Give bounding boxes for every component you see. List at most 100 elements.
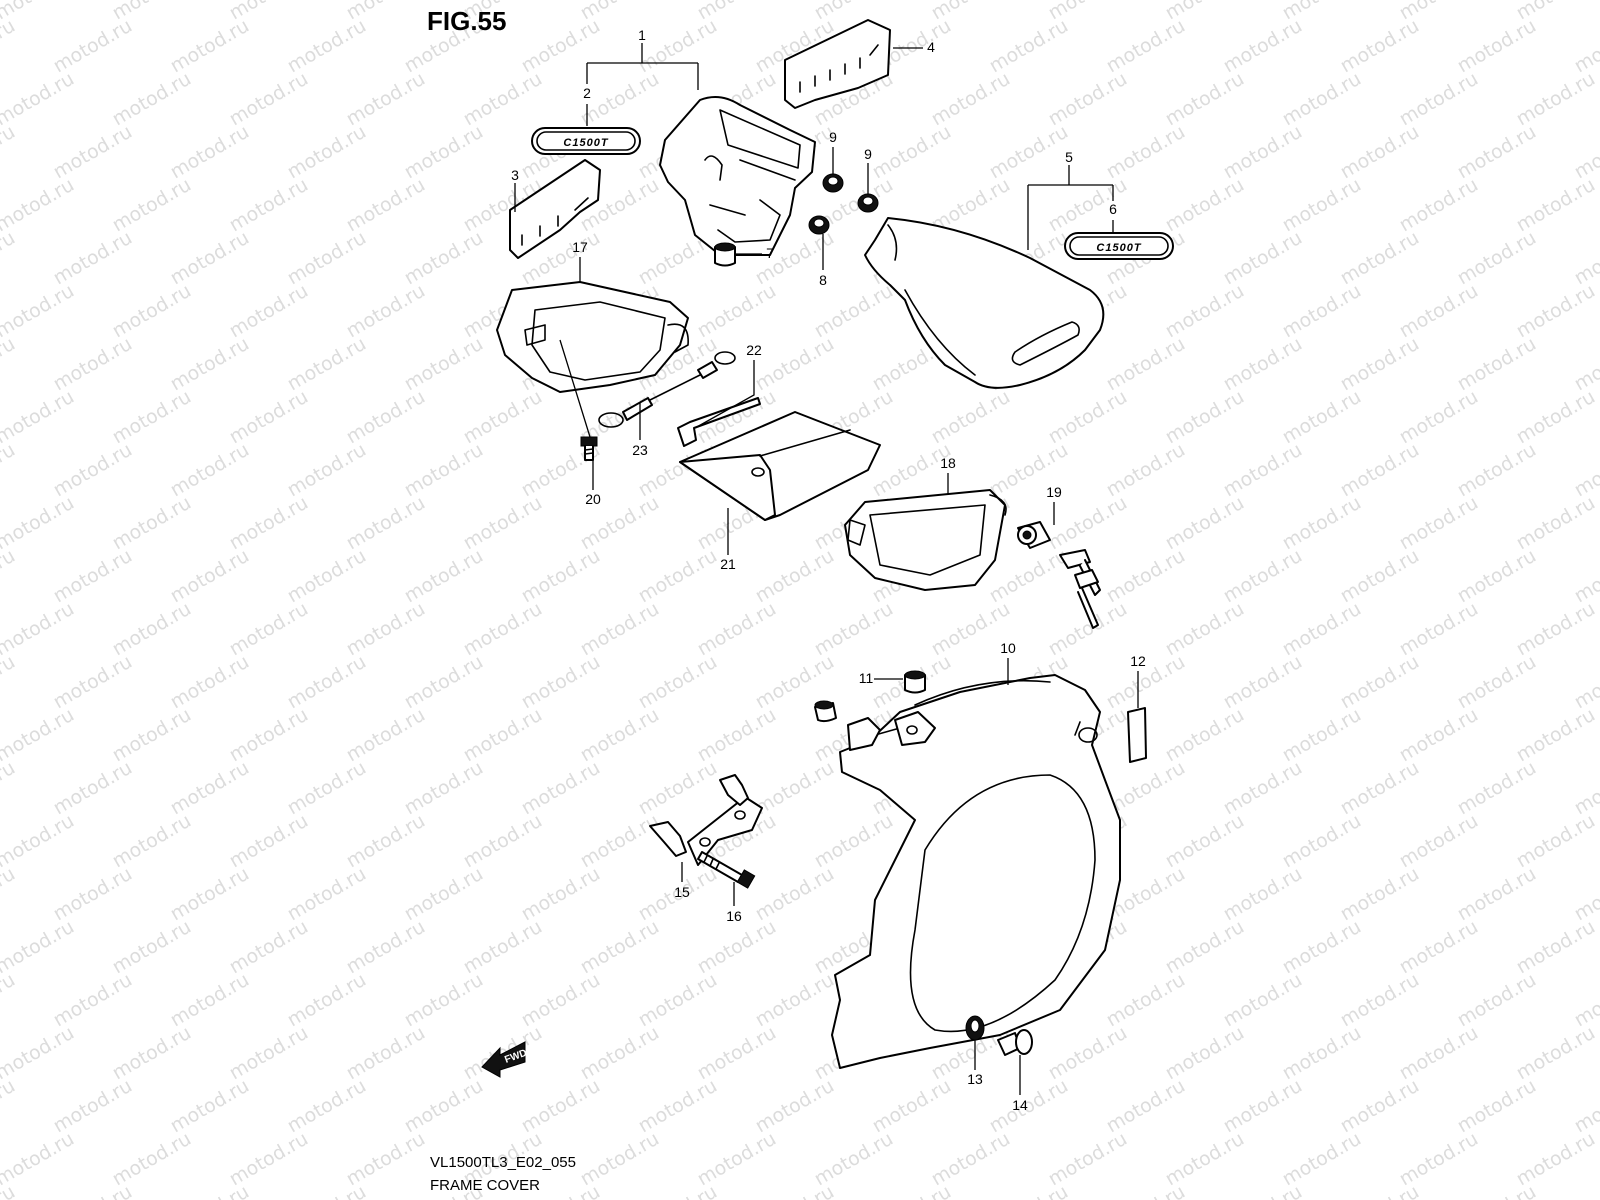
watermark-text: motod.ru [226, 280, 312, 343]
watermark-text: motod.ru [577, 916, 663, 979]
watermark-text: motod.ru [1396, 810, 1482, 873]
watermark-text: motod.ru [1454, 15, 1540, 78]
watermark-text: motod.ru [1220, 757, 1306, 820]
watermark-text: motod.ru [1454, 439, 1540, 502]
callout-21: 21 [720, 556, 736, 572]
watermark-text: motod.ru [1396, 1022, 1482, 1085]
watermark-text: motod.ru [401, 969, 487, 1032]
watermark-text: motod.ru [518, 15, 604, 78]
callout-8: 8 [819, 272, 827, 288]
watermark-text: motod.ru [928, 68, 1014, 131]
watermark-text: motod.ru [401, 1075, 487, 1138]
part-12-label [1127, 707, 1147, 763]
watermark-text: motod.ru [694, 1022, 780, 1085]
watermark-text: motod.ru [109, 810, 195, 873]
watermark-text: motod.ru [343, 174, 429, 237]
watermark-text: motod.ru [752, 969, 838, 1032]
watermark-text: motod.ru [343, 386, 429, 449]
watermark-text: motod.ru [635, 15, 721, 78]
watermark-text: motod.ru [635, 545, 721, 608]
watermark-text: motod.ru [1571, 227, 1600, 290]
part-19-lock-set [1017, 521, 1101, 629]
watermark-text: motod.ru [284, 1181, 370, 1200]
watermark-text: motod.ru [577, 1128, 663, 1191]
watermark-text: motod.ru [1513, 598, 1599, 661]
watermark-text: motod.ru [694, 280, 780, 343]
watermark-text: motod.ru [343, 280, 429, 343]
watermark-text: motod.ru [1396, 68, 1482, 131]
watermark-text: motod.ru [50, 1181, 136, 1200]
emblem-text-left: C1500T [563, 137, 608, 149]
watermark-text: motod.ru [460, 386, 546, 449]
watermark-text: motod.ru [1103, 333, 1189, 396]
watermark-text: motod.ru [226, 492, 312, 555]
watermark-text: motod.ru [1454, 121, 1540, 184]
watermark-text: motod.ru [50, 757, 136, 820]
watermark-text: motod.ru [1162, 810, 1248, 873]
watermark-text: motod.ru [401, 333, 487, 396]
watermark-text: motod.ru [167, 545, 253, 608]
watermark-text: motod.ru [1162, 1022, 1248, 1085]
watermark-text: motod.ru [1571, 333, 1600, 396]
watermark-text: motod.ru [284, 545, 370, 608]
watermark-text: motod.ru [1162, 492, 1248, 555]
watermark-text: motod.ru [635, 969, 721, 1032]
watermark-text: motod.ru [1513, 810, 1599, 873]
watermark-text: motod.ru [1279, 492, 1365, 555]
watermark-text: motod.ru [1279, 280, 1365, 343]
callout-15: 15 [674, 884, 690, 900]
watermark-text: motod.ru [1396, 280, 1482, 343]
watermark-text: motod.ru [577, 1022, 663, 1085]
watermark-text: motod.ru [343, 916, 429, 979]
watermark-text: motod.ru [635, 1181, 721, 1200]
watermark-text: motod.ru [752, 863, 838, 926]
callout-9b: 9 [864, 146, 872, 162]
watermark-text: motod.ru [50, 545, 136, 608]
watermark-text: motod.ru [1220, 439, 1306, 502]
callout-12: 12 [1130, 653, 1146, 669]
watermark-text: motod.ru [1337, 15, 1423, 78]
watermark-text: motod.ru [401, 863, 487, 926]
watermark-text: motod.ru [1571, 757, 1600, 820]
watermark-text: motod.ru [0, 227, 19, 290]
watermark-text: motod.ru [1103, 969, 1189, 1032]
watermark-text: motod.ru [401, 121, 487, 184]
watermark-text: motod.ru [0, 598, 78, 661]
callout-3: 3 [511, 167, 519, 183]
watermark-text: motod.ru [1454, 969, 1540, 1032]
watermark-text: motod.ru [694, 916, 780, 979]
watermark-text: motod.ru [694, 1128, 780, 1191]
watermark-text: motod.ru [109, 916, 195, 979]
watermark-text: motod.ru [460, 916, 546, 979]
watermark-text: motod.ru [226, 386, 312, 449]
watermark-text: motod.ru [1454, 863, 1540, 926]
part-2-emblem: C1500T [531, 127, 641, 155]
watermark-text: motod.ru [1571, 1075, 1600, 1138]
watermark-text: motod.ru [226, 1022, 312, 1085]
watermark-text: motod.ru [0, 545, 19, 608]
watermark-text: motod.ru [1045, 1128, 1131, 1191]
part-23-cable [598, 351, 736, 428]
watermark-text: motod.ru [1220, 121, 1306, 184]
watermark-text: motod.ru [1162, 704, 1248, 767]
callout-2: 2 [583, 85, 591, 101]
part-14-bolt [997, 1029, 1033, 1056]
watermark-text: motod.ru [50, 15, 136, 78]
figure-name: FRAME COVER [430, 1177, 540, 1194]
watermark-text: motod.ru [0, 15, 19, 78]
watermark-text: motod.ru [928, 386, 1014, 449]
watermark-text: motod.ru [0, 1022, 78, 1085]
watermark-text: motod.ru [0, 439, 19, 502]
watermark-text: motod.ru [811, 280, 897, 343]
watermark-text: motod.ru [109, 386, 195, 449]
part-10-lower-frame-cover [831, 674, 1121, 1069]
callouts: 1 2 3 4 5 6 7 8 9 9 10 11 12 13 14 15 16… [511, 27, 1146, 1113]
watermark-text: motod.ru [1162, 598, 1248, 661]
part-15-bracket [649, 774, 763, 866]
watermark-text: motod.ru [0, 174, 78, 237]
watermark-text: motod.ru [1220, 227, 1306, 290]
watermark-text: motod.ru [928, 1128, 1014, 1191]
callout-6: 6 [1109, 201, 1117, 217]
watermark-text: motod.ru [1396, 916, 1482, 979]
watermark-text: motod.ru [460, 598, 546, 661]
